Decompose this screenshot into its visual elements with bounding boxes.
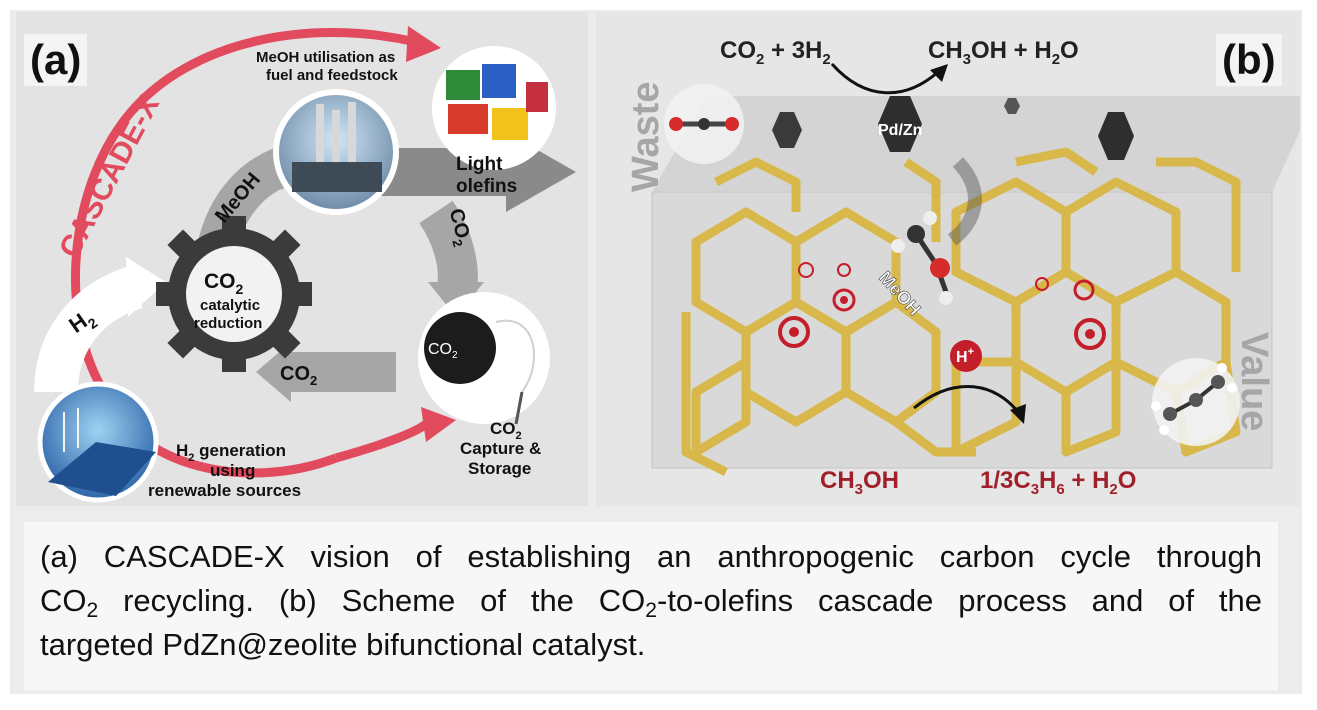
- value-label: Value: [1233, 332, 1275, 431]
- cycle-arrow-red: [71, 28, 417, 478]
- top-reaction-arrow: [830, 62, 939, 95]
- acid-sites: [778, 262, 1106, 350]
- gear-catalytic-label: catalytic: [200, 297, 260, 314]
- cascade-x-label: CASCADE-X: [53, 90, 166, 263]
- h2-generation-line1: H2 generation: [176, 441, 286, 464]
- catalytic-gear: [156, 216, 312, 372]
- panel-b: CO2 + 3H2 CH3OH + H2O Waste Value Pd/Zn …: [596, 12, 1300, 506]
- caption-line-3: targeted PdZn@zeolite bifunctional catal…: [40, 627, 646, 662]
- svg-text:H+: H+: [956, 346, 974, 366]
- eq-top-right: CH3OH + H2O: [928, 37, 1079, 68]
- co2-arrow-bottom-label: CO2: [280, 363, 317, 388]
- gear-reduction-label: reduction: [194, 315, 262, 332]
- caption-line-1: (a) CASCADE-X vision of establishing an …: [40, 539, 1262, 574]
- meoh-utilisation-line1: MeOH utilisation as: [256, 49, 395, 66]
- bottom-right-formula: 1/3C3H6 + H2O: [980, 467, 1136, 498]
- cycle-arrowhead-top: [406, 26, 441, 62]
- co2-balloon-image: [418, 292, 550, 425]
- bottom-reaction-arrow: [913, 385, 1020, 413]
- panel-a-diagram: CASCADE-X MeOH utilisation as fuel and f…: [34, 26, 576, 503]
- methanol-molecule: [891, 211, 953, 305]
- lego-blocks-image: [432, 46, 556, 170]
- h2-generation-line3: renewable sources: [148, 481, 301, 500]
- panel-b-label: (b): [1216, 34, 1282, 86]
- metal-particle-1: [772, 112, 802, 148]
- light-olefins-line2: olefins: [456, 176, 517, 197]
- ccs-co2-label: CO2: [490, 419, 522, 442]
- pdzn-label: Pd/Zn: [878, 122, 922, 139]
- ccs-storage-label: Storage: [468, 459, 531, 478]
- cycle-arrowhead-bottom: [421, 407, 456, 442]
- panel-b-diagram: CO2 + 3H2 CH3OH + H2O Waste Value Pd/Zn …: [625, 37, 1300, 498]
- gear-co2-label: CO2: [204, 270, 244, 297]
- bottom-left-formula: CH3OH: [820, 467, 899, 498]
- meoh-utilisation-line2: fuel and feedstock: [266, 67, 398, 84]
- caption-line-2: CO2 recycling. (b) Scheme of the CO2-to-…: [40, 583, 1262, 622]
- h2-generation-line2: using: [210, 461, 255, 480]
- meoh-transfer-arrow: [947, 157, 982, 246]
- figure-caption: (a) CASCADE-X vision of establishing an …: [24, 522, 1278, 690]
- ccs-capture-label: Capture &: [460, 439, 541, 458]
- solar-panels-image: [37, 381, 159, 503]
- metal-particle-2: [1098, 112, 1134, 160]
- metal-particle-3: [1004, 98, 1020, 114]
- pdzn-hexagon: [878, 96, 922, 152]
- propylene-molecule: [1151, 358, 1240, 446]
- co2-molecule: [664, 84, 744, 164]
- power-plant-image: [273, 89, 399, 215]
- hplus-badge: H+: [950, 340, 982, 372]
- panel-a: CASCADE-X MeOH utilisation as fuel and f…: [16, 12, 588, 506]
- waste-label: Waste: [625, 81, 667, 192]
- eq-top-left: CO2 + 3H2: [720, 37, 831, 68]
- h2-arrow: [34, 265, 144, 393]
- light-olefins-line1: Light: [456, 154, 503, 175]
- panel-a-label: (a): [24, 34, 88, 86]
- balloon-co2-label: CO2: [428, 341, 458, 361]
- zeolite-box-top: [652, 96, 1300, 192]
- zeolite-framework: [681, 147, 1241, 477]
